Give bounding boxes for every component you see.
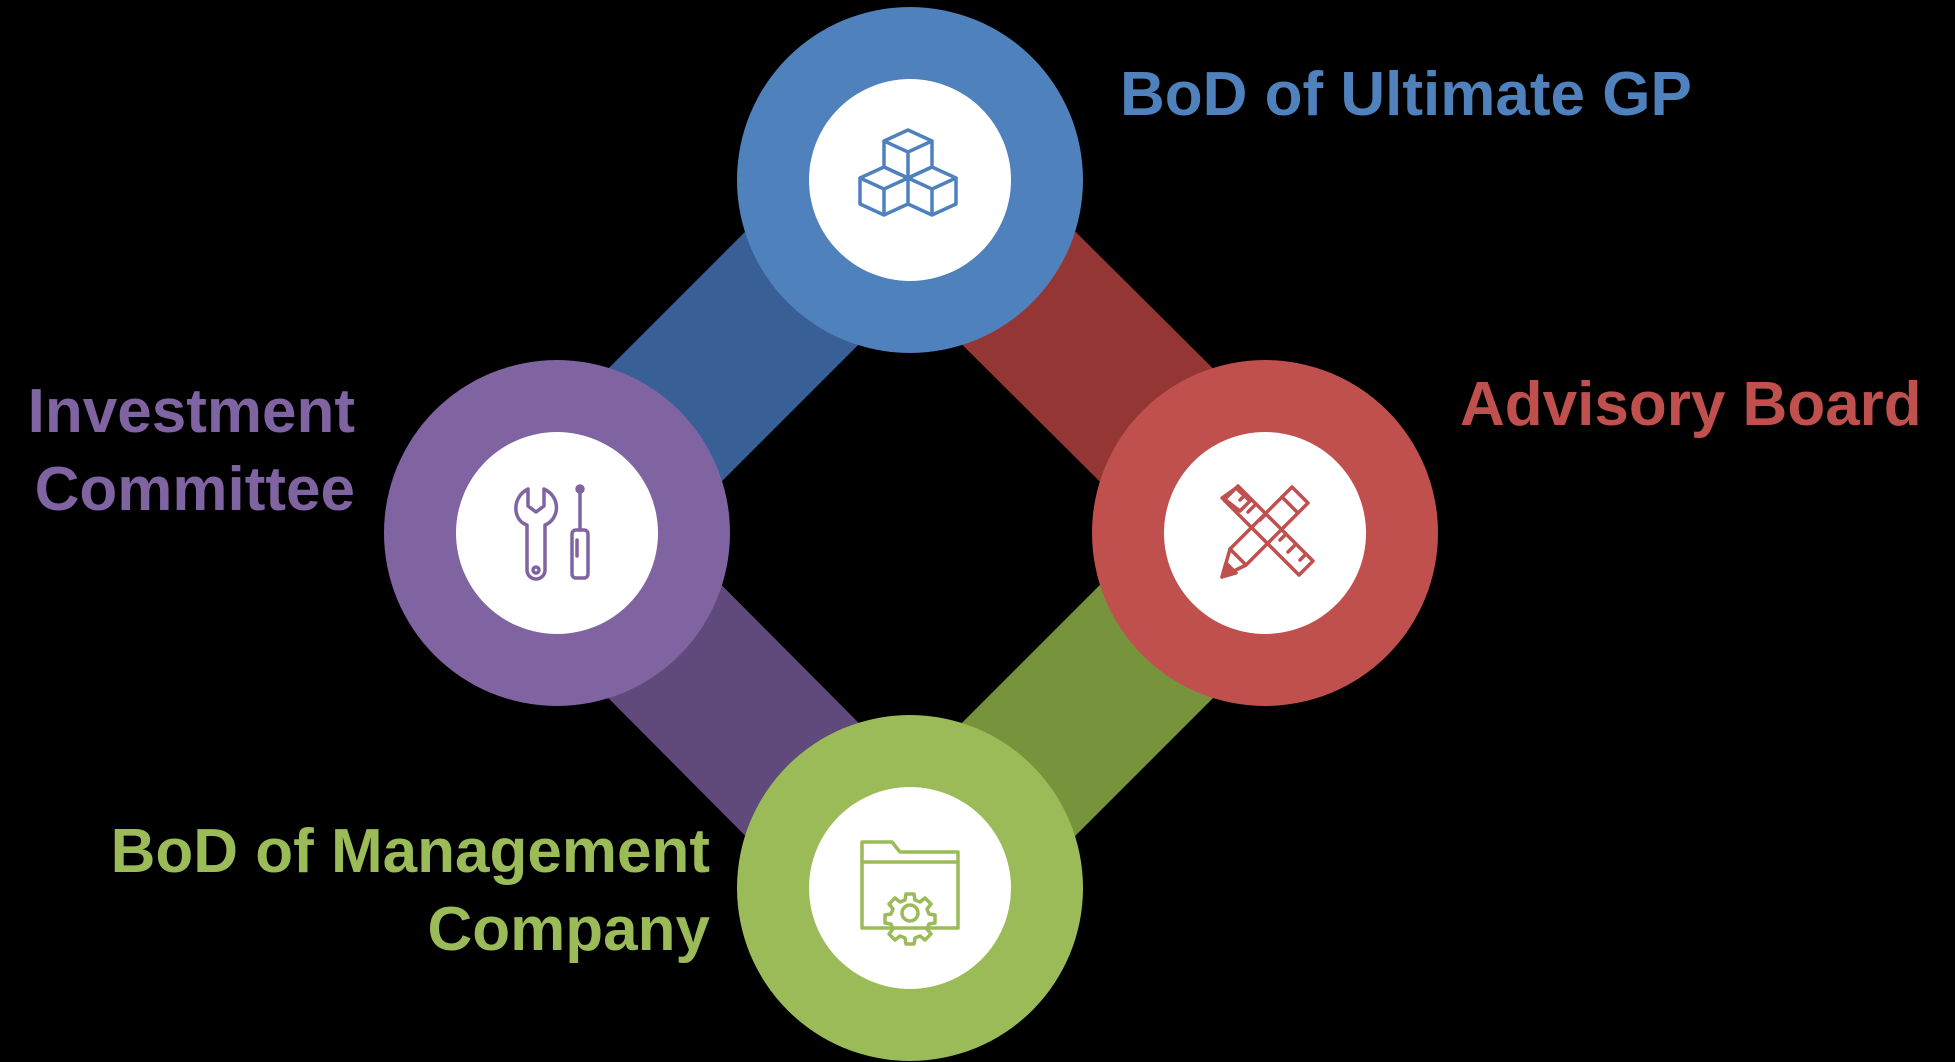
- node-bottom: [737, 715, 1083, 1061]
- node-left: [384, 360, 730, 706]
- label-bod-of-management-company: BoD of Management Company: [111, 813, 710, 969]
- node-left-inner: [456, 432, 658, 634]
- cubes-icon: [858, 128, 958, 217]
- label-bod-of-ultimate-gp: BoD of Ultimate GP: [1120, 56, 1692, 134]
- label-investment-committee: Investment Committee: [28, 373, 355, 529]
- label-advisory-board: Advisory Board: [1460, 366, 1922, 444]
- label-right-line-1: Advisory Board: [1460, 370, 1922, 439]
- folder-gear-icon: [860, 840, 960, 946]
- label-top-line-1: BoD of Ultimate GP: [1120, 60, 1692, 129]
- label-bottom-line-2: Company: [427, 895, 710, 964]
- node-bottom-inner: [809, 787, 1011, 989]
- label-left-line-2: Committee: [34, 455, 355, 524]
- node-top: [737, 7, 1083, 353]
- pencil-ruler-icon: [1220, 484, 1315, 579]
- node-right-inner: [1164, 432, 1366, 634]
- label-left-line-1: Investment: [27, 377, 355, 446]
- wrench-screwdriver-icon: [514, 484, 590, 581]
- label-bottom-line-1: BoD of Management: [110, 817, 710, 886]
- node-right: [1092, 360, 1438, 706]
